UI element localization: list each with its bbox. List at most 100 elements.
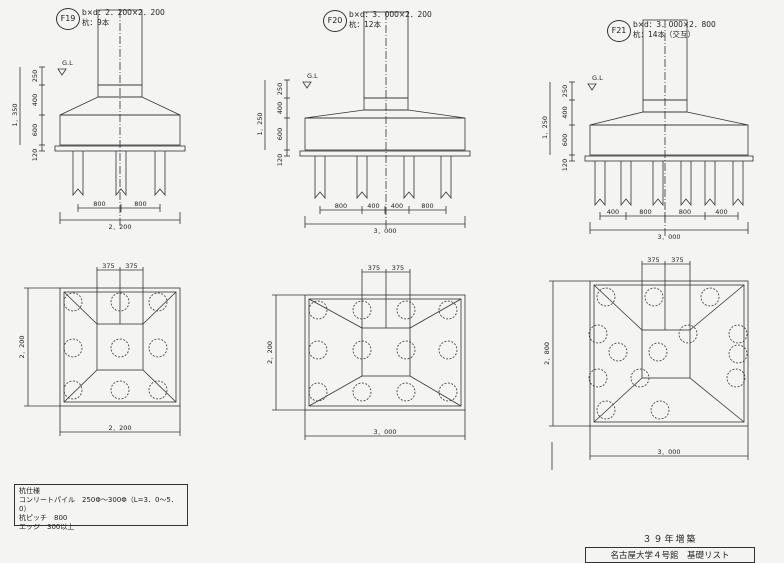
spec-size: b×d：2．200×2．200 <box>82 8 165 17</box>
footing-spec-f21: b×d：3．000×2．800 杭：14本（交互） <box>633 20 716 40</box>
f19-pile <box>72 151 84 197</box>
f21-cap-haunch <box>589 111 749 126</box>
f21-pile <box>680 161 692 207</box>
f20-width-label: 3．000 <box>373 227 396 235</box>
f21-plan-width-label: 3．000 <box>657 448 680 456</box>
f21-plan-pile <box>700 287 720 307</box>
f20-dim-total: 1．250 <box>256 112 264 135</box>
f20-plan-pile <box>352 382 372 402</box>
f20-pile <box>356 156 368 200</box>
f20-dim-d2: 400 <box>276 102 284 114</box>
f20-spacing-label: 800 <box>335 202 347 210</box>
f21-plan-col-dim-a: 375 <box>647 256 659 264</box>
f20-plan-pile <box>308 340 328 360</box>
f19-plan-hip-line <box>63 291 98 325</box>
f21-gl-triangle <box>587 83 597 91</box>
f20-plan-outline <box>304 294 466 411</box>
f19-plan-column <box>96 323 144 371</box>
f20-plan-hip-line <box>308 375 363 407</box>
f21-plan-pile <box>644 287 664 307</box>
footing-tag-f19: F19 <box>56 8 80 30</box>
spec-piles: 杭：9本 <box>82 18 110 27</box>
f21-plan-depth-label: 2．800 <box>543 342 551 365</box>
f19-width-label: 2．200 <box>108 223 131 231</box>
f19-lean-concrete <box>54 145 186 152</box>
f21-spacing-label: 400 <box>715 208 727 216</box>
f19-plan-pile <box>148 338 168 358</box>
f21-dim-d3: 600 <box>561 134 569 146</box>
f19-gl-triangle <box>57 68 67 76</box>
f19-spacing-label: 800 <box>134 200 146 208</box>
spec-size: b×d：3．000×2．800 <box>633 20 716 29</box>
f21-dim-d4: 120 <box>561 159 569 171</box>
f19-plan-pile <box>63 292 83 312</box>
f19-plan-pile <box>63 338 83 358</box>
f19-plan-pile <box>110 380 130 400</box>
f21-dim-d2: 400 <box>561 106 569 118</box>
footing-tag-f20: F20 <box>323 10 347 32</box>
f21-gl-label: G.L <box>592 74 603 82</box>
f20-plan-hip-line <box>409 375 462 407</box>
f19-plan-pile <box>110 338 130 358</box>
f19-plan-hip-line <box>63 369 98 403</box>
f20-plan-hip-line <box>409 298 462 329</box>
f21-plan-outline <box>589 280 749 427</box>
notes-pile-pitch: 杭ピッチ 800 <box>19 514 68 522</box>
f21-plan-pile <box>588 368 608 388</box>
f20-pile <box>440 156 452 200</box>
title-name: 名古屋大学４号館 基礎リスト <box>585 547 755 563</box>
f21-pile <box>652 161 664 207</box>
f20-pile <box>314 156 326 200</box>
f21-plan-pile <box>728 344 748 364</box>
f21-spacing-label: 400 <box>607 208 619 216</box>
f20-spacing-label: 800 <box>421 202 433 210</box>
f21-cap-body <box>589 124 749 156</box>
f21-plan-pile <box>596 400 616 420</box>
f19-gl-label: G.L <box>62 59 73 67</box>
f20-gl-triangle <box>302 81 312 89</box>
f19-plan-hip-line <box>142 291 177 325</box>
f21-plan-column <box>641 329 691 379</box>
f20-plan-pile <box>396 340 416 360</box>
f21-plan-pile <box>608 342 628 362</box>
f21-pile <box>594 161 606 207</box>
f21-pile <box>732 161 744 207</box>
f20-spacing-label: 400 <box>367 202 379 210</box>
f20-plan-pile <box>308 300 328 320</box>
f21-plan-hip-line <box>593 377 643 423</box>
spec-size: b×d：3．000×2．200 <box>349 10 432 19</box>
f20-plan-col-dim-b: 375 <box>392 264 404 272</box>
f20-plan-pile <box>438 382 458 402</box>
f20-pile <box>403 156 415 200</box>
f20-plan-pile <box>438 300 458 320</box>
f19-dim-d4: 120 <box>31 149 39 161</box>
f20-dim-d1: 250 <box>276 83 284 95</box>
f21-plan-hip-line <box>689 284 745 331</box>
spec-piles: 杭：14本（交互） <box>633 30 696 39</box>
f21-plan-pile <box>726 368 746 388</box>
f21-spacing-label: 800 <box>639 208 651 216</box>
footing-spec-f20: b×d：3．000×2．200 杭：12本 <box>349 10 432 30</box>
f19-plan-depth-label: 2．200 <box>18 335 26 358</box>
notes-pile-type: コンリートパイル 250Φ～300Φ（L=3．0～5．0） <box>19 496 178 513</box>
f20-dim-d4: 120 <box>276 154 284 166</box>
f21-pile <box>620 161 632 207</box>
f20-plan-hip-line <box>308 298 363 329</box>
f20-spacing-label: 400 <box>391 202 403 210</box>
f20-gl-label: G.L <box>307 72 318 80</box>
f21-plan-pile <box>596 287 616 307</box>
f19-spacing-label: 800 <box>93 200 105 208</box>
f21-plan-pile <box>648 342 668 362</box>
f21-dim-total: 1．250 <box>541 116 549 139</box>
f20-plan-pile <box>352 340 372 360</box>
f21-pile <box>704 161 716 207</box>
f19-pile <box>115 151 127 197</box>
f21-plan-pile <box>678 324 698 344</box>
f21-plan-pile <box>728 324 748 344</box>
notes-title: 杭仕様 <box>19 487 40 495</box>
f20-lean-concrete <box>299 150 471 157</box>
title-block: ３９年増築 名古屋大学４号館 基礎リスト <box>585 532 755 563</box>
f19-dim-d1: 250 <box>31 70 39 82</box>
f21-plan-col-dim-b: 375 <box>671 256 683 264</box>
